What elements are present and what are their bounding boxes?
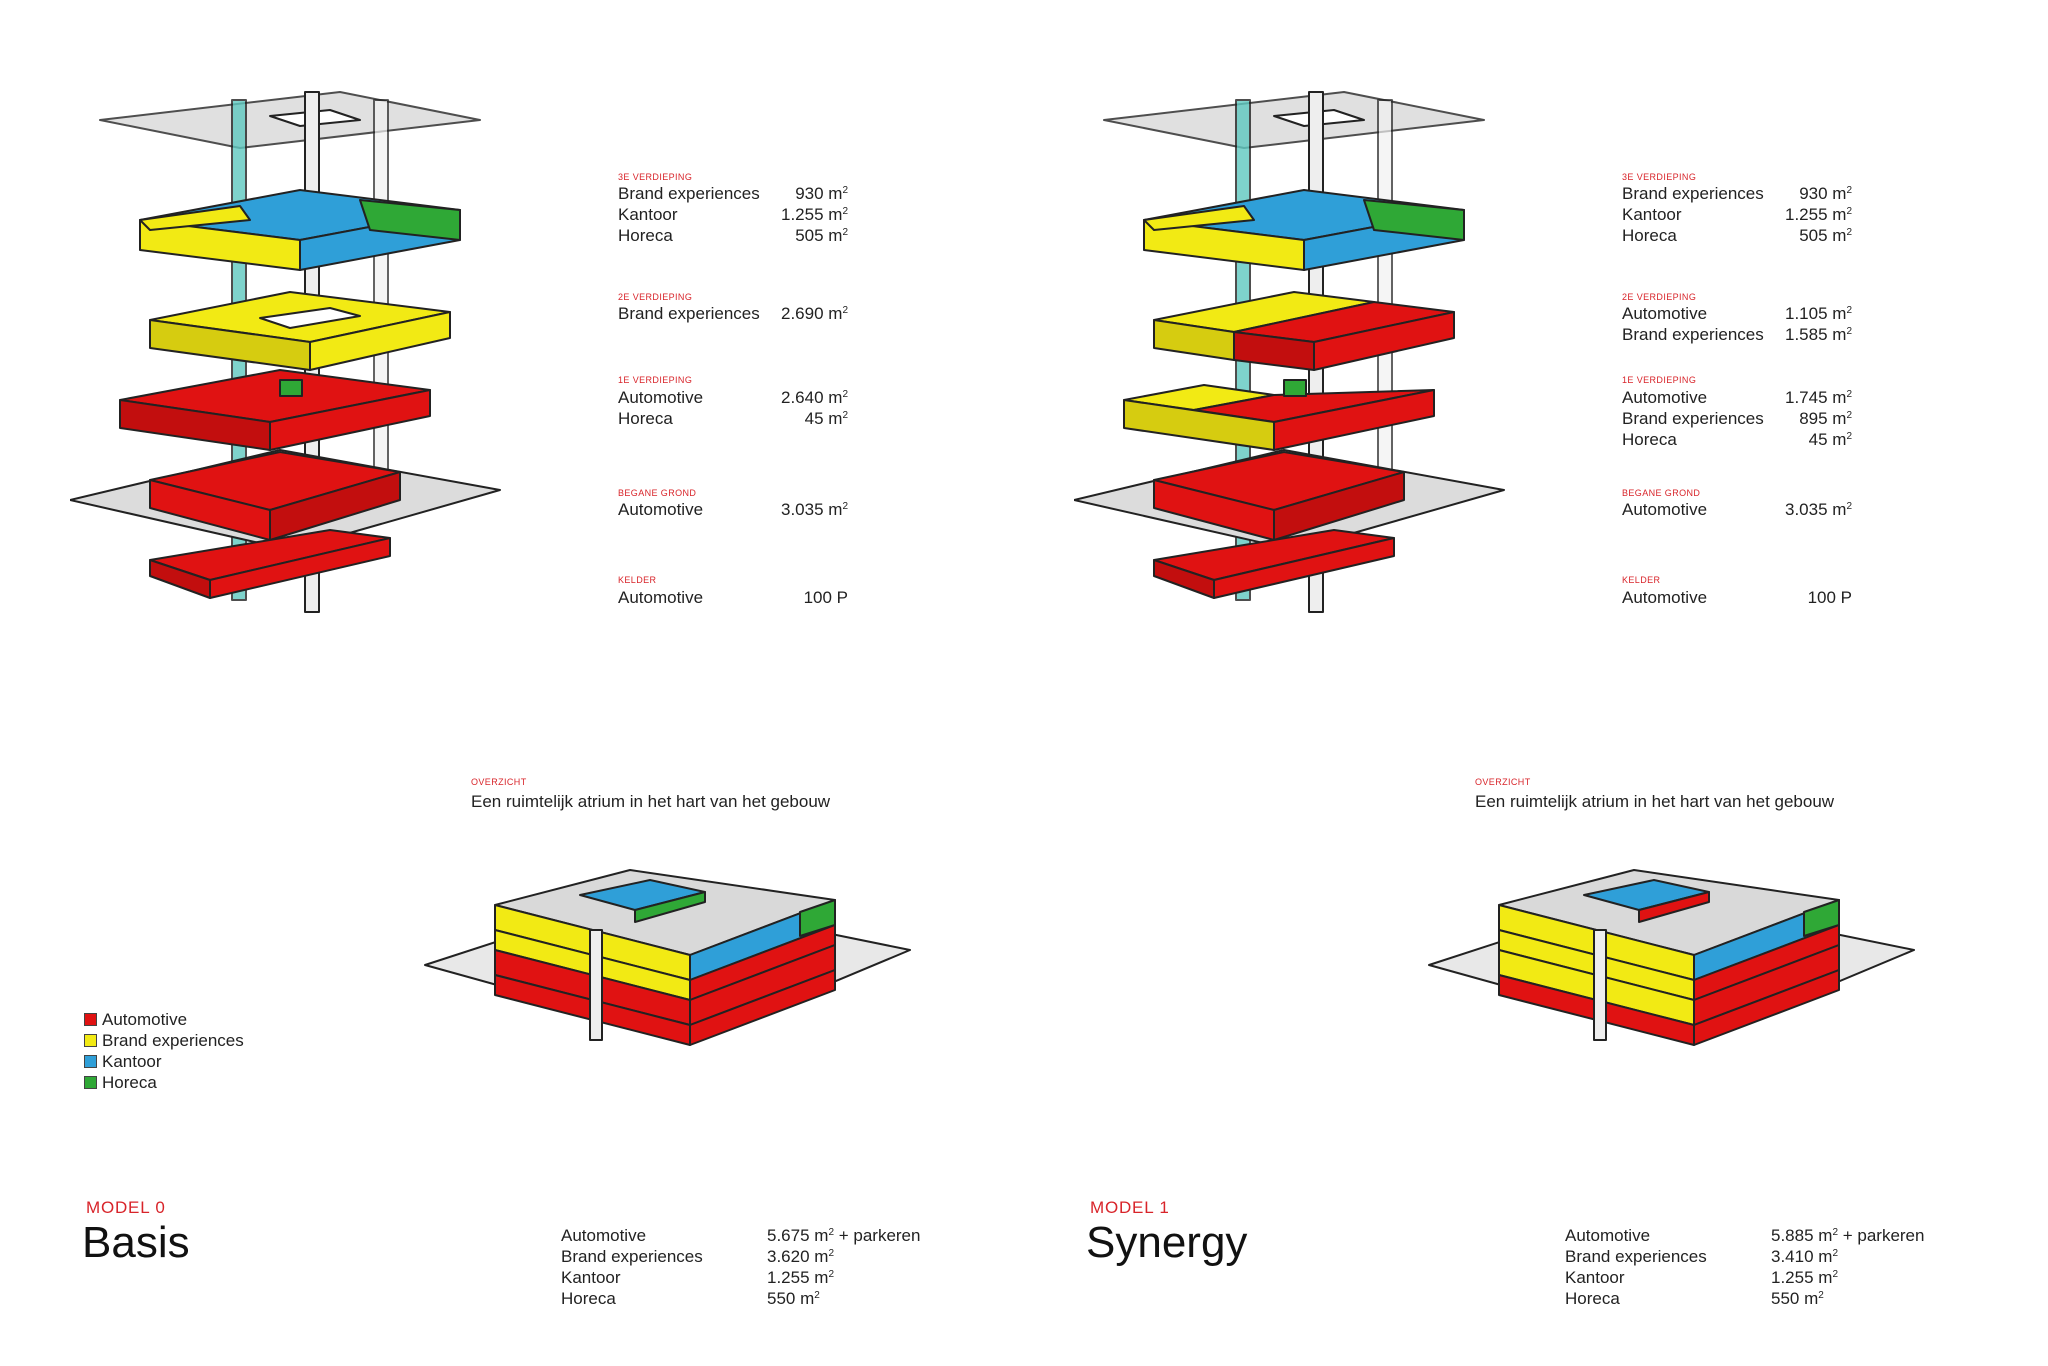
total-name: Brand experiences — [1565, 1247, 1707, 1266]
building-overview-model-0 — [424, 869, 911, 1046]
total-name: Automotive — [1565, 1226, 1651, 1245]
floor-label: KELDER — [1622, 575, 1661, 585]
building-overview-model-1 — [1428, 869, 1915, 1046]
total-value: 3.620 m2 — [767, 1247, 834, 1266]
swatch-icon — [84, 1076, 97, 1089]
total-value: 3.410 m2 — [1771, 1247, 1838, 1266]
total-value: 550 m2 — [1771, 1289, 1824, 1308]
overview-label: OVERZICHT — [1475, 777, 1531, 787]
total-name: Horeca — [1565, 1289, 1620, 1308]
exploded-axonometric-model-1 — [1074, 91, 1505, 613]
swatch-icon — [84, 1034, 97, 1047]
total-value: 1.255 m2 — [767, 1268, 834, 1287]
legend-item: Automotive — [84, 1010, 187, 1030]
floor-label: BEGANE GROND — [618, 488, 697, 498]
legend-item: Kantoor — [84, 1052, 162, 1072]
overview-subtitle: Een ruimtelijk atrium in het hart van he… — [1475, 792, 1835, 811]
legend-item: Horeca — [84, 1073, 157, 1093]
total-name: Horeca — [561, 1289, 616, 1308]
swatch-icon — [84, 1013, 97, 1026]
swatch-icon — [84, 1055, 97, 1068]
overview-label: OVERZICHT — [471, 777, 527, 787]
total-name: Brand experiences — [561, 1247, 703, 1266]
total-value: 5.885 m2 + parkeren — [1771, 1226, 1925, 1245]
model-name: Basis — [82, 1218, 190, 1267]
floor-label: 3E VERDIEPING — [618, 172, 693, 182]
floor-label: 3E VERDIEPING — [1622, 172, 1697, 182]
model-name: Synergy — [1086, 1218, 1248, 1267]
floor-label: 1E VERDIEPING — [1622, 375, 1697, 385]
model-label: MODEL 1 — [1090, 1198, 1170, 1217]
floor-label: BEGANE GROND — [1622, 488, 1701, 498]
total-value: 1.255 m2 — [1771, 1268, 1838, 1287]
floor-label: 2E VERDIEPING — [618, 292, 693, 302]
total-name: Automotive — [561, 1226, 647, 1245]
model-label: MODEL 0 — [86, 1198, 166, 1217]
floor-label: 2E VERDIEPING — [1622, 292, 1697, 302]
overview-subtitle: Een ruimtelijk atrium in het hart van he… — [471, 792, 831, 811]
exploded-axonometric-model-0 — [70, 91, 501, 613]
total-value: 5.675 m2 + parkeren — [767, 1226, 921, 1245]
total-name: Kantoor — [1565, 1268, 1625, 1287]
floor-label: KELDER — [618, 575, 657, 585]
floor-label: 1E VERDIEPING — [618, 375, 693, 385]
total-value: 550 m2 — [767, 1289, 820, 1308]
total-name: Kantoor — [561, 1268, 621, 1287]
legend-item: Brand experiences — [84, 1031, 244, 1051]
